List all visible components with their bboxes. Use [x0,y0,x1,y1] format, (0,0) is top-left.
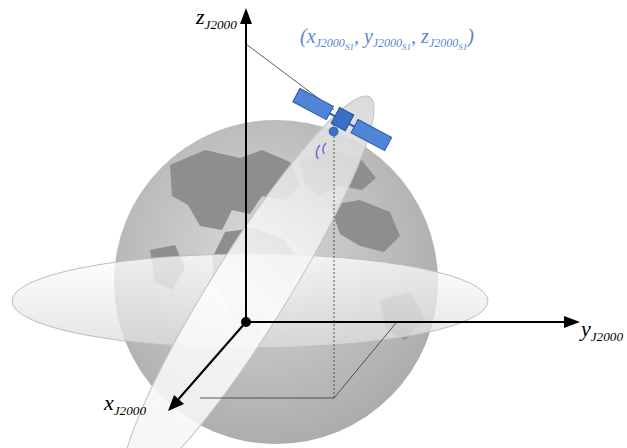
coordinate-subscript: J2000 [205,17,237,32]
coordinate-symbol: z [196,4,205,29]
coordinate-subscript: S1 [345,42,354,52]
axis-label: yJ2000 [581,318,623,340]
axis-label: zJ2000 [196,6,237,28]
axis-arrowheads [168,8,580,411]
projection-lines [200,44,396,398]
origin-dot [241,317,251,327]
signal-waves [316,143,326,159]
coordinate-symbol: , y [354,25,373,47]
coordinate-subscript: J2000 [373,36,402,50]
coordinate-subscript: J2000 [114,403,146,418]
coordinate-subscript: S1 [458,42,467,52]
coordinate-subscript: J2000 [429,36,458,50]
axis-label: (xJ2000S1, yJ2000S1, zJ2000S1) [300,26,474,46]
coordinate-subscript: J2000 [591,329,623,344]
orbit-ellipse [94,77,402,448]
axis-label: xJ2000 [104,392,146,414]
coordinate-symbol: ) [467,25,474,47]
coordinate-axes [176,20,568,402]
coordinate-symbol: x [104,390,114,415]
coordinate-symbol: (x [300,25,316,47]
coordinate-symbol: y [581,316,591,341]
coordinate-symbol: , z [411,25,429,47]
coordinate-subscript: J2000 [316,36,345,50]
satellite [287,87,392,161]
coordinate-subscript: S1 [402,42,411,52]
